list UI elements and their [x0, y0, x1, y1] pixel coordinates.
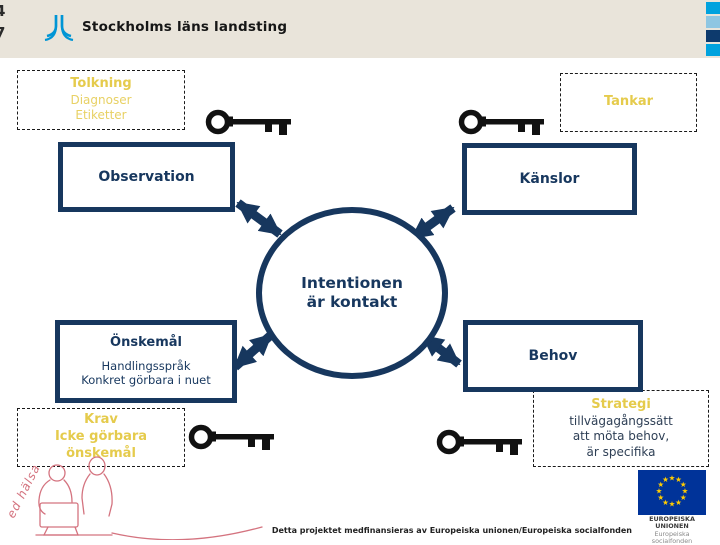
decor-square-navy [706, 30, 720, 42]
key-icon-4 [436, 429, 522, 455]
slide-number-bottom: 7 [0, 24, 6, 42]
tolkning-line-1: Diagnoser [70, 92, 132, 107]
onskemal-title: Önskemål [110, 335, 182, 351]
strategi-line-1: tillvägagångssätt [569, 413, 673, 428]
header-band [0, 0, 720, 58]
arrow-observation-circle [235, 199, 283, 238]
tolkning-line-2: Etiketter [75, 108, 127, 123]
key-icon-3 [188, 424, 274, 450]
svg-text:★: ★ [680, 480, 687, 489]
krav-line-1: Krav [84, 412, 118, 428]
onskemal-line-2: Konkret görbara i nuet [81, 373, 211, 388]
krav-line-2: Icke görbara [54, 429, 148, 445]
shape-observation: Observation [58, 142, 235, 212]
shape-kanslor: Känslor [462, 143, 637, 215]
key-icon-2 [458, 109, 544, 135]
textbox-tolkning: Tolkning Diagnoser Etiketter [17, 70, 185, 130]
behov-label: Behov [528, 347, 578, 364]
krav-line-3: önskemål [66, 445, 136, 461]
eu-flag-icon: ★★ ★★ ★★ ★★ ★★ ★★ [638, 470, 706, 515]
svg-text:★: ★ [662, 498, 669, 507]
svg-text:★: ★ [680, 493, 687, 502]
landsting-logo-icon [44, 15, 74, 41]
observation-label: Observation [98, 168, 195, 185]
decor-square-cyan-2 [706, 44, 720, 56]
svg-text:★: ★ [675, 475, 682, 484]
svg-text:★: ★ [657, 480, 664, 489]
funding-disclaimer: Detta projektet medfinansieras av Europe… [271, 526, 632, 535]
eu-label-line-1: EUROPEISKA UNIONEN [649, 515, 695, 531]
center-circle-intention: Intentionen är kontakt [256, 207, 448, 379]
corner-decoration-squares [706, 2, 720, 56]
kanslor-label: Känslor [519, 170, 580, 187]
strategi-title: Strategi [591, 396, 651, 412]
svg-text:★: ★ [675, 498, 682, 507]
textbox-strategi: Strategi tillvägagångssätt att möta beho… [533, 390, 709, 467]
people-at-computer-sketch [35, 456, 263, 540]
svg-text:★: ★ [682, 487, 689, 496]
svg-text:★: ★ [662, 475, 669, 484]
textbox-tankar: Tankar [560, 73, 697, 132]
svg-text:★: ★ [669, 474, 676, 483]
decor-square-lightblue [706, 16, 720, 28]
tankar-title: Tankar [603, 94, 654, 110]
decor-square-cyan-1 [706, 2, 720, 14]
circle-text-line-1: Intentionen [301, 273, 403, 292]
arrow-onskemal-circle [232, 331, 274, 371]
strategi-line-3: är specifika [586, 444, 656, 459]
org-logo-text: Stockholms läns landsting [82, 19, 288, 35]
svg-text:★: ★ [657, 493, 664, 502]
strategi-line-2: att möta behov, [572, 429, 670, 444]
textbox-krav: Krav Icke görbara önskemål [17, 408, 185, 467]
svg-text:★: ★ [656, 487, 663, 496]
onskemal-line-1: Handlingsspråk [101, 359, 191, 374]
circle-text-line-2: är kontakt [306, 293, 398, 311]
tolkning-title: Tolkning [70, 75, 132, 91]
shape-behov: Behov [463, 320, 643, 392]
org-logo: Stockholms läns landsting [44, 13, 287, 41]
svg-text:★: ★ [669, 500, 676, 509]
key-icon-1 [205, 109, 291, 135]
slide-number-top: 4 [0, 2, 6, 20]
